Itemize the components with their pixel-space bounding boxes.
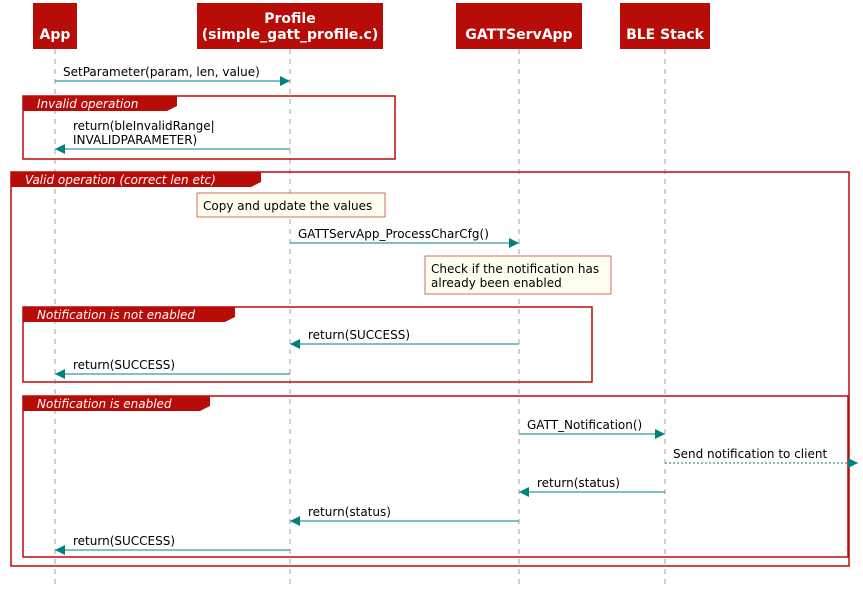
frame-valid: Valid operation (correct len etc) — [10, 171, 850, 567]
message-return-success-app-2: return(SUCCESS) — [55, 534, 290, 555]
message-return-status-ble: return(status) — [519, 476, 665, 497]
message-return-success-app-2-label: return(SUCCESS) — [73, 534, 175, 548]
frame-enabled-border — [22, 395, 849, 558]
participant-app: App — [33, 3, 77, 49]
message-set-parameter-label: SetParameter(param, len, value) — [63, 65, 260, 79]
participant-gatt-label: GATTServApp — [465, 27, 572, 43]
note-copy-update-box — [196, 192, 386, 218]
message-send-notification: Send notification to client — [665, 447, 858, 468]
message-return-success-app-1-label: return(SUCCESS) — [73, 358, 175, 372]
note-copy-update-text: Copy and update the values — [203, 199, 372, 213]
frame-not-enabled-border — [22, 306, 593, 383]
frame-valid-label: Valid operation (correct len etc) — [25, 173, 216, 187]
frame-not-enabled-tab — [23, 307, 235, 322]
frame-valid-tab — [11, 172, 261, 187]
participant-gatt: GATTServApp — [456, 3, 582, 49]
frame-not-enabled: Notification is not enabled — [22, 306, 593, 383]
message-send-notification-label: Send notification to client — [673, 447, 827, 461]
frame-invalid-label: Invalid operation — [37, 97, 138, 111]
message-gatt-notification: GATT_Notification() — [519, 418, 665, 439]
message-return-invalid-label: INVALIDPARAMETER) — [73, 133, 197, 147]
message-return-status-ble-label: return(status) — [537, 476, 620, 490]
note-check-notification-text: Check if the notification has — [431, 262, 599, 276]
note-check-notification-box — [424, 255, 612, 295]
frame-enabled: Notification is enabled — [22, 395, 849, 558]
participant-profile-label: Profile — [264, 11, 315, 27]
frame-enabled-label: Notification is enabled — [37, 397, 172, 411]
participant-ble-box — [620, 3, 710, 49]
frame-enabled-tab — [23, 396, 210, 411]
participant-ble: BLE Stack — [620, 3, 710, 49]
note-check-notification-text: already been enabled — [431, 276, 562, 290]
message-return-success-gatt-label: return(SUCCESS) — [308, 328, 410, 342]
message-gatt-notification-label: GATT_Notification() — [527, 418, 642, 432]
frame-invalid-border — [22, 95, 396, 160]
participant-app-label: App — [40, 27, 71, 43]
message-return-invalid: return(bleInvalidRange|INVALIDPARAMETER) — [55, 119, 290, 154]
frame-invalid: Invalid operation — [22, 95, 396, 160]
message-return-success-gatt: return(SUCCESS) — [290, 328, 519, 349]
frame-valid-border — [10, 171, 850, 567]
message-return-invalid-label: return(bleInvalidRange| — [73, 119, 215, 133]
participant-profile-box — [197, 3, 383, 49]
participant-profile: Profile(simple_gatt_profile.c) — [197, 3, 383, 49]
message-process-char-cfg: GATTServApp_ProcessCharCfg() — [290, 227, 519, 248]
frame-invalid-tab — [23, 96, 177, 111]
message-return-status-gatt-label: return(status) — [308, 505, 391, 519]
participant-ble-label: BLE Stack — [626, 27, 705, 43]
participant-profile-label: (simple_gatt_profile.c) — [202, 27, 379, 43]
message-return-success-app-1: return(SUCCESS) — [55, 358, 290, 379]
participant-app-box — [33, 3, 77, 49]
frame-not-enabled-label: Notification is not enabled — [37, 308, 195, 322]
message-set-parameter: SetParameter(param, len, value) — [55, 65, 290, 86]
participant-gatt-box — [456, 3, 582, 49]
message-process-char-cfg-label: GATTServApp_ProcessCharCfg() — [298, 227, 489, 241]
message-return-status-gatt: return(status) — [290, 505, 519, 526]
note-copy-update: Copy and update the values — [196, 192, 386, 218]
